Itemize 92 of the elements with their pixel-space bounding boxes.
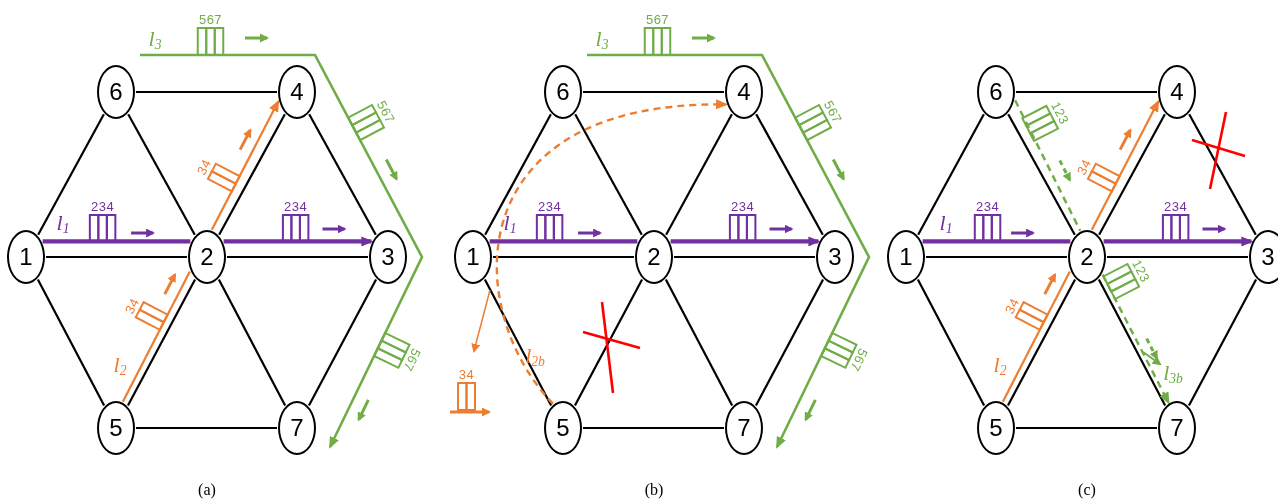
node-circle: 6 [977,65,1015,119]
node-circle: 3 [1249,230,1278,284]
link-line [755,113,824,236]
link-line [126,278,197,407]
link-line [483,279,553,406]
link-line [308,113,377,236]
node-circle: 7 [725,401,763,455]
link-line [674,255,815,259]
packet-label: 234 [91,199,115,213]
packet-label: 234 [731,199,755,213]
node-circle: 4 [278,65,316,119]
link-line [493,255,634,259]
link-line [1016,90,1157,94]
node-circle: 1 [7,230,45,284]
link-line [307,278,378,407]
link-line [926,255,1067,259]
packet-label: 234 [284,199,308,213]
edge-label: l$_{1}$ [503,212,517,236]
path-label: l$_{3}$ [148,28,162,52]
link-line [217,279,287,406]
link-line [484,113,552,236]
link-line [916,279,986,406]
link-line [136,426,277,430]
link-line [583,90,724,94]
edge-label: l$_{2}$ [113,354,127,378]
subfigure-caption: (c) [1078,482,1096,498]
subfigure-caption: (b) [644,482,664,498]
link-line [1006,278,1077,407]
subfigure-caption: (a) [198,482,216,498]
node-circle: 2 [635,230,673,284]
link-line [1098,113,1166,236]
link-line [127,113,196,236]
lightpath-arrow [223,236,374,247]
packet-label: 34 [458,367,475,381]
link-line [136,90,277,94]
link-line [36,279,106,406]
path-label: l$_{3}$ [595,28,609,52]
link-line [754,278,825,407]
packet-label: 567 [374,98,398,126]
node-circle: 5 [97,401,135,455]
node-circle: 3 [816,230,854,284]
link-line [917,113,985,236]
packet-label: 34 [1074,157,1094,177]
packet-label: 567 [821,98,845,126]
node-circle: 7 [1158,401,1196,455]
packet-label: 567 [401,346,423,374]
packet-label: 567 [645,12,670,26]
link-line [1107,255,1248,259]
link-line [1187,278,1258,407]
packet-label: 567 [198,12,223,26]
node-circle: 6 [544,65,582,119]
node-circle: 1 [887,230,925,284]
edge-label: l$_{3b}$ [1163,362,1183,386]
link-line [583,426,724,430]
link-line [227,255,368,259]
lightpath-arrow [1090,99,1160,231]
link-line [665,113,733,236]
node-circle: 5 [977,401,1015,455]
node-circle: 3 [369,230,407,284]
node-circle: 6 [97,65,135,119]
edge-label: l$_{1}$ [939,212,953,236]
node-circle: 2 [1068,230,1106,284]
packet-label: 34 [122,295,142,316]
node-circle: 2 [188,230,226,284]
lightpath-arrow [670,236,821,247]
edge-label: l$_{1}$ [56,212,70,236]
packet-label: 123 [1130,257,1153,285]
link-line [664,279,734,406]
link-line [1016,426,1157,430]
node-circle: 5 [544,401,582,455]
edge-label: l$_{2b}$ [525,345,545,369]
lightpath-arrow [1103,236,1254,247]
link-line [46,255,187,259]
packet-label: 234 [538,199,562,213]
lightpath-arrow [210,99,280,231]
packet-label: 234 [1164,199,1188,213]
packet-label: 34 [1002,295,1022,316]
node-circle: 7 [278,401,316,455]
link-line [218,113,286,236]
link-line [1188,113,1257,236]
link-line [573,278,644,407]
link-line [37,113,105,236]
packet-label: 234 [975,199,1000,213]
node-circle: 1 [454,230,492,284]
link-line [1007,113,1076,236]
link-line [574,113,643,236]
packet-label: 123 [1049,99,1072,127]
node-circle: 4 [725,65,763,119]
edge-label: l$_{2}$ [993,354,1007,378]
node-circle: 4 [1158,65,1196,119]
packet-label: 567 [848,346,870,374]
packet-label: 34 [194,157,214,177]
